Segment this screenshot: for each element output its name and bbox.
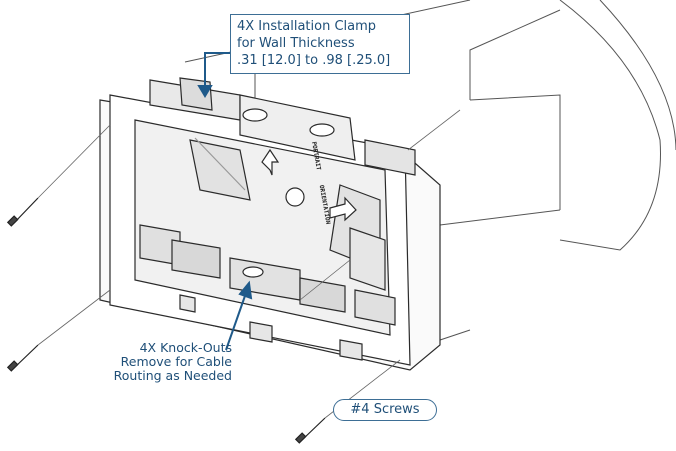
knockouts-callout-line-1: 4X Knock-Outs	[139, 340, 232, 355]
screws-callout: #4 Screws	[333, 399, 437, 421]
clamp-callout-line-2: for Wall Thickness	[237, 36, 355, 51]
clamp-callout-line-1: 4X Installation Clamp	[237, 19, 377, 34]
screw-bottom-left	[6, 289, 111, 372]
knockouts-callout-line-3: Routing as Needed	[113, 368, 232, 383]
screw-right	[299, 109, 461, 301]
clamp-callout: 4X Installation Clamp for Wall Thickness…	[230, 14, 410, 74]
knockouts-callout-line-2: Remove for Cable	[120, 354, 232, 369]
electrical-box	[99, 77, 441, 371]
clamp-callout-arrow	[197, 52, 230, 98]
screw-top-left	[6, 124, 111, 227]
knockout-callout-arrow	[225, 280, 253, 351]
knockouts-callout: 4X Knock-Outs Remove for Cable Routing a…	[92, 341, 232, 383]
clamp-callout-line-3: .31 [12.0] to .98 [.25.0]	[237, 53, 391, 68]
orientation-text-1: PORTRAIT	[310, 141, 322, 171]
